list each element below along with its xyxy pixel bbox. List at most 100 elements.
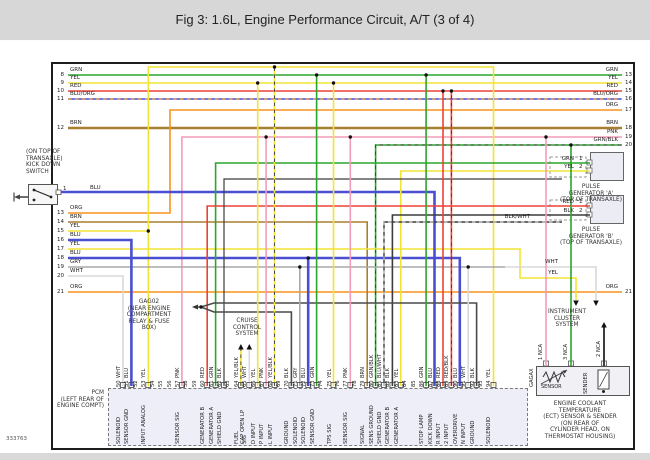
connector-pin-function: SHIELD GND (217, 411, 224, 444)
wire-wht-cluster (505, 266, 597, 300)
ect-sensor-box (536, 366, 630, 396)
connector-wire-color: GRN/BLK (368, 354, 375, 378)
connector-wire-color: RED/BLK (444, 355, 451, 378)
pulse-a-pin1-color: GRN (561, 156, 574, 162)
connector-pin-number: 69 (275, 379, 282, 387)
connector-pin-function: INPUT ANALOG (141, 405, 148, 444)
wire-blu-kickdown (61, 190, 436, 386)
left-pin-color: YEL (70, 74, 80, 81)
connector-pin-function: R INPUT (435, 423, 442, 444)
left-pin-number: 9 (60, 80, 65, 86)
connector-pin-notch (465, 382, 472, 388)
flow-arrow-up (246, 344, 253, 350)
right-pin-color: BLU/ORG (593, 90, 618, 97)
right-pin-number: 17 (625, 107, 632, 113)
connector-pin-function: SENS GROUND (368, 405, 375, 444)
connector-pin-function: GENERATOR A (393, 406, 400, 444)
pulse-a-pin2: 2 (579, 164, 583, 170)
left-pin-color: ORG (70, 283, 83, 290)
connector-pin-notch (221, 382, 227, 388)
connector-wire-color: RED (200, 366, 207, 378)
ect-sender-label: SENDER (583, 372, 589, 394)
connector-wire-color: WHT (461, 365, 468, 378)
connector-pin-notch (440, 382, 446, 388)
connector-pin-notch (254, 382, 261, 388)
connector-pin-number: 86 (419, 379, 426, 387)
ect-sender-icon (597, 369, 610, 393)
connector-pin-number: 77 (343, 379, 350, 387)
connector-pin-function: SENSOR GND (309, 409, 316, 444)
junction-dot (441, 89, 445, 93)
connector-pin-notch (456, 382, 463, 388)
connector-pin-notch (128, 382, 135, 388)
flow-arrow-down (573, 300, 579, 306)
wire-wht-20 (68, 275, 124, 386)
connector-wire-color: BLK (385, 367, 392, 378)
connector-pin-number: 84 (402, 379, 409, 387)
right-pin-number: 13 (625, 72, 632, 78)
junction-dot (146, 229, 150, 233)
title-bar: Fig 3: 1.6L, Engine Performance Circuit,… (0, 0, 650, 42)
connector-pin-notch (423, 382, 430, 388)
connector-pin-function: GROUND (469, 420, 476, 444)
connector-pin-number: 76 (334, 379, 341, 387)
left-pin-number: 17 (57, 246, 64, 252)
connector-pin-function: L INPUT (267, 423, 274, 444)
left-pin-number: 18 (57, 255, 64, 261)
connector-pin-notch (330, 382, 337, 388)
left-pin-number: 13 (57, 210, 64, 216)
connector-pin-notch (389, 382, 396, 388)
right-pin-color: YEL (608, 74, 618, 81)
connector-wire-color: BLU (124, 367, 131, 378)
figure-title: Fig 3: 1.6L, Engine Performance Circuit,… (175, 12, 475, 27)
wire-grnblk-20 (374, 144, 622, 386)
connector-pin-number: 50 (116, 379, 122, 387)
shield-wire-color-label: BLK/WHT (504, 214, 530, 220)
pcm-connector-box (108, 388, 528, 446)
connector-pin-function: OVERDRIVE (452, 413, 459, 444)
connector-pin-function: 2 INPUT (444, 423, 451, 444)
connector-pin-notch (448, 382, 455, 388)
connector-wire-color: PNK (343, 367, 350, 378)
connector-pin-function: SIG (242, 435, 249, 444)
connector-pin-number: 94 (486, 379, 493, 387)
connector-pin-function: SENSOR SIG (343, 412, 350, 444)
left-pin-color: BLU (70, 249, 81, 256)
right-pin-color: GRN/BLK (593, 136, 619, 143)
left-pin-number: 19 (57, 264, 64, 270)
connector-pin-function: SOLENOID (486, 416, 493, 444)
pcm-caption: PCM (LEFT REAR OF ENGINE COMPT) (57, 390, 104, 410)
left-pin-number: 11 (57, 96, 64, 102)
connector-pin-notch (313, 382, 320, 388)
connector-wire-color: RED (435, 366, 442, 378)
connector-wire-color: GRN (309, 365, 316, 378)
connector-pin-notch (212, 382, 219, 388)
connector-wire-color: BLU (452, 367, 459, 378)
connector-pin-notch (347, 382, 354, 388)
junction-dot (424, 73, 428, 77)
connector-wire-color: YEL (326, 368, 333, 378)
connector-pin-function: GROUND (284, 420, 291, 444)
connector-wire-color: WHT (242, 365, 249, 378)
connector-pin-notch (271, 382, 278, 388)
connector-pin-number: 83 (393, 379, 400, 387)
footer-strip (0, 453, 650, 460)
right-pin-number: 14 (625, 80, 632, 86)
pulse-a-pin2-color: YEL (564, 164, 574, 170)
connector-pin-function: SIGNAL (360, 424, 367, 444)
pulse-b-pin2: 2 (579, 208, 583, 214)
connector-pin-number: 59 (191, 379, 198, 387)
right-pin-color: RED (606, 82, 618, 89)
ect-pin2-label: 2 NCA (595, 340, 602, 357)
right-pin-number: 20 (625, 142, 632, 148)
connector-pin-function: N INPUT (461, 422, 468, 444)
pulse-b-pin1: 1 (579, 199, 583, 205)
wire-blkwht-81-shield (383, 221, 562, 386)
left-pin-color: ORG (70, 204, 83, 211)
connector-pin-number: 80 (368, 379, 375, 387)
ect-pin-notches (543, 360, 607, 367)
left-pin-color: GRN (70, 66, 83, 73)
wire-org-13-17 (68, 109, 622, 214)
connector-pin-notch (204, 382, 211, 388)
connector-wire-color: GRN (208, 365, 215, 378)
